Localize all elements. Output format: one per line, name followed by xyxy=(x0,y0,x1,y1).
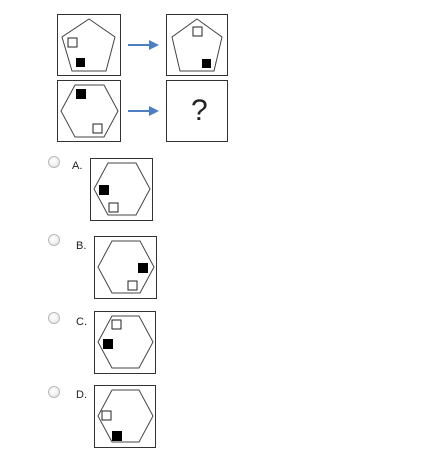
white-square xyxy=(111,319,122,330)
hexagon-shape xyxy=(60,84,119,138)
option-b[interactable]: B. xyxy=(0,230,426,302)
panel-pentagon-transformed xyxy=(166,14,228,76)
white-square xyxy=(101,410,112,421)
white-square xyxy=(92,123,103,134)
arrow-right-icon xyxy=(127,38,161,57)
white-square xyxy=(108,202,119,213)
black-square xyxy=(76,89,86,99)
black-square xyxy=(112,431,122,441)
hexagon-shape xyxy=(97,240,155,294)
black-square xyxy=(138,263,148,273)
pentagon-figure-transformed xyxy=(171,18,223,72)
arrow-right-icon xyxy=(127,104,161,123)
pentagon-shape xyxy=(61,18,116,72)
option-b-label: B. xyxy=(76,240,87,252)
hexagon-shape xyxy=(93,162,151,216)
hexagon-shape xyxy=(97,315,154,369)
option-b-radio[interactable] xyxy=(48,234,60,246)
black-square xyxy=(202,59,211,68)
black-square xyxy=(99,185,109,195)
option-a-radio[interactable] xyxy=(48,156,60,168)
option-d-figure xyxy=(94,385,156,448)
hexagon-figure-original xyxy=(60,84,119,138)
pentagon-figure-original xyxy=(61,18,116,72)
option-d-label: D. xyxy=(76,389,87,401)
hexagon-shape xyxy=(97,389,154,443)
option-a-figure xyxy=(90,158,153,221)
white-square xyxy=(192,26,203,37)
black-square xyxy=(76,58,85,67)
option-d-radio[interactable] xyxy=(48,386,60,398)
white-square xyxy=(127,280,138,291)
white-square xyxy=(67,37,78,48)
option-c-figure xyxy=(94,311,156,374)
option-c-label: C. xyxy=(76,316,87,328)
panel-hexagon-original xyxy=(57,80,121,142)
panel-pentagon-original xyxy=(57,14,121,76)
question-mark: ? xyxy=(191,94,208,127)
option-c-radio[interactable] xyxy=(48,312,60,324)
black-square xyxy=(103,339,113,349)
option-a[interactable]: A. xyxy=(0,152,426,224)
option-a-label: A. xyxy=(72,160,83,172)
option-c[interactable]: C. xyxy=(0,308,426,380)
option-b-figure xyxy=(94,236,157,299)
option-d[interactable]: D. xyxy=(0,382,426,454)
panel-unknown-answer: ? xyxy=(166,80,228,142)
pentagon-shape xyxy=(171,18,223,72)
